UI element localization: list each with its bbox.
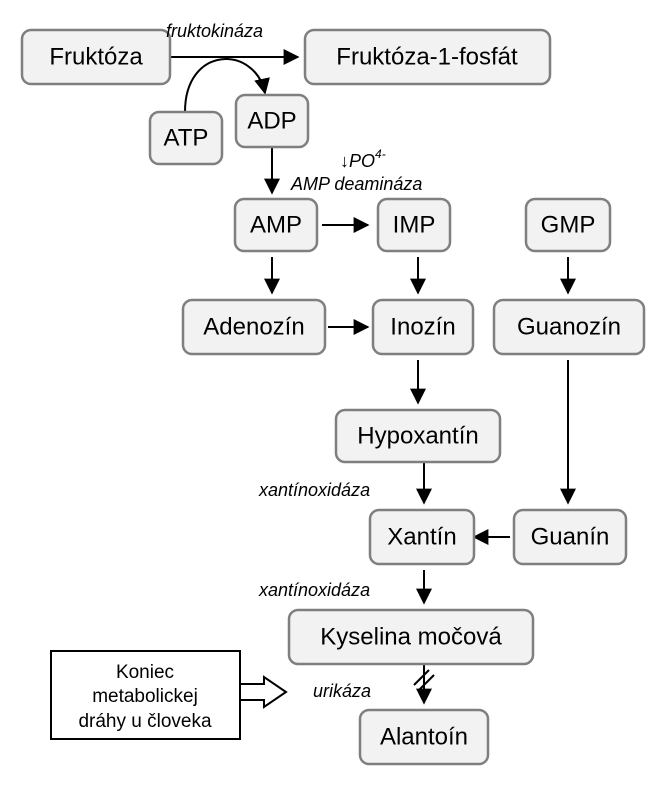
node-inozin-label: Inozín	[390, 314, 455, 341]
po4-base: PO	[349, 151, 375, 171]
node-adp-label: ADP	[247, 108, 296, 135]
node-kyselina-mocova: Kyselina močová	[287, 608, 535, 666]
node-atp: ATP	[148, 110, 224, 166]
edges	[170, 49, 576, 705]
po4-arrow: ↓	[340, 151, 349, 171]
enzyme-po4: ↓PO4-	[340, 147, 386, 171]
node-atp-label: ATP	[164, 125, 209, 152]
enzyme-xantinoxidaza-2: xantínoxidáza	[258, 580, 370, 600]
node-xantin-label: Xantín	[387, 524, 456, 551]
node-fruktoza-label: Fruktóza	[49, 44, 143, 71]
node-alantoin: Alantoín	[358, 708, 490, 766]
node-imp-label: IMP	[393, 212, 436, 239]
note-line-2: metabolickej	[92, 686, 198, 707]
node-guanozin-label: Guanozín	[517, 314, 621, 341]
node-guanozin: Guanozín	[492, 298, 646, 356]
node-guanin-label: Guanín	[531, 524, 610, 551]
note-line-3: dráhy u človeka	[78, 711, 212, 732]
enzyme-amp-deaminaza: AMP deamináza	[290, 174, 422, 194]
enzyme-urikaza: urikáza	[313, 681, 371, 701]
node-kyselina-mocova-label: Kyselina močová	[320, 624, 502, 651]
note-line-1: Koniec	[116, 662, 174, 683]
node-fruktoza: Fruktóza	[20, 28, 172, 86]
note-box: Koniec metabolickej dráhy u človeka	[50, 650, 241, 740]
blocked-mark-2	[418, 674, 435, 691]
node-adenozin: Adenozín	[181, 298, 327, 356]
node-xantin: Xantín	[368, 508, 476, 566]
edge-atp-to-adp-curve	[184, 58, 270, 113]
node-gmp-label: GMP	[541, 212, 596, 239]
node-guanin: Guanín	[512, 508, 628, 566]
node-alantoin-label: Alantoín	[380, 724, 468, 751]
enzyme-fruktokinaza: fruktokináza	[166, 21, 263, 41]
node-fruktoza-1-fosfat-label: Fruktóza-1-fosfát	[336, 44, 518, 71]
node-amp: AMP	[233, 197, 319, 253]
node-gmp: GMP	[524, 197, 612, 253]
node-hypoxantin-label: Hypoxantín	[357, 423, 478, 450]
node-inozin: Inozín	[371, 298, 475, 356]
node-adp: ADP	[234, 93, 310, 149]
node-fruktoza-1-fosfat: Fruktóza-1-fosfát	[303, 28, 552, 86]
po4-superscript: 4-	[375, 147, 386, 161]
enzyme-xantinoxidaza-1: xantínoxidáza	[258, 480, 370, 500]
blocked-mark-1	[413, 669, 430, 686]
node-adenozin-label: Adenozín	[203, 314, 304, 341]
node-amp-label: AMP	[250, 212, 302, 239]
node-hypoxantin: Hypoxantín	[334, 408, 502, 464]
note-hollow-arrow	[239, 675, 288, 709]
node-imp: IMP	[376, 197, 452, 253]
